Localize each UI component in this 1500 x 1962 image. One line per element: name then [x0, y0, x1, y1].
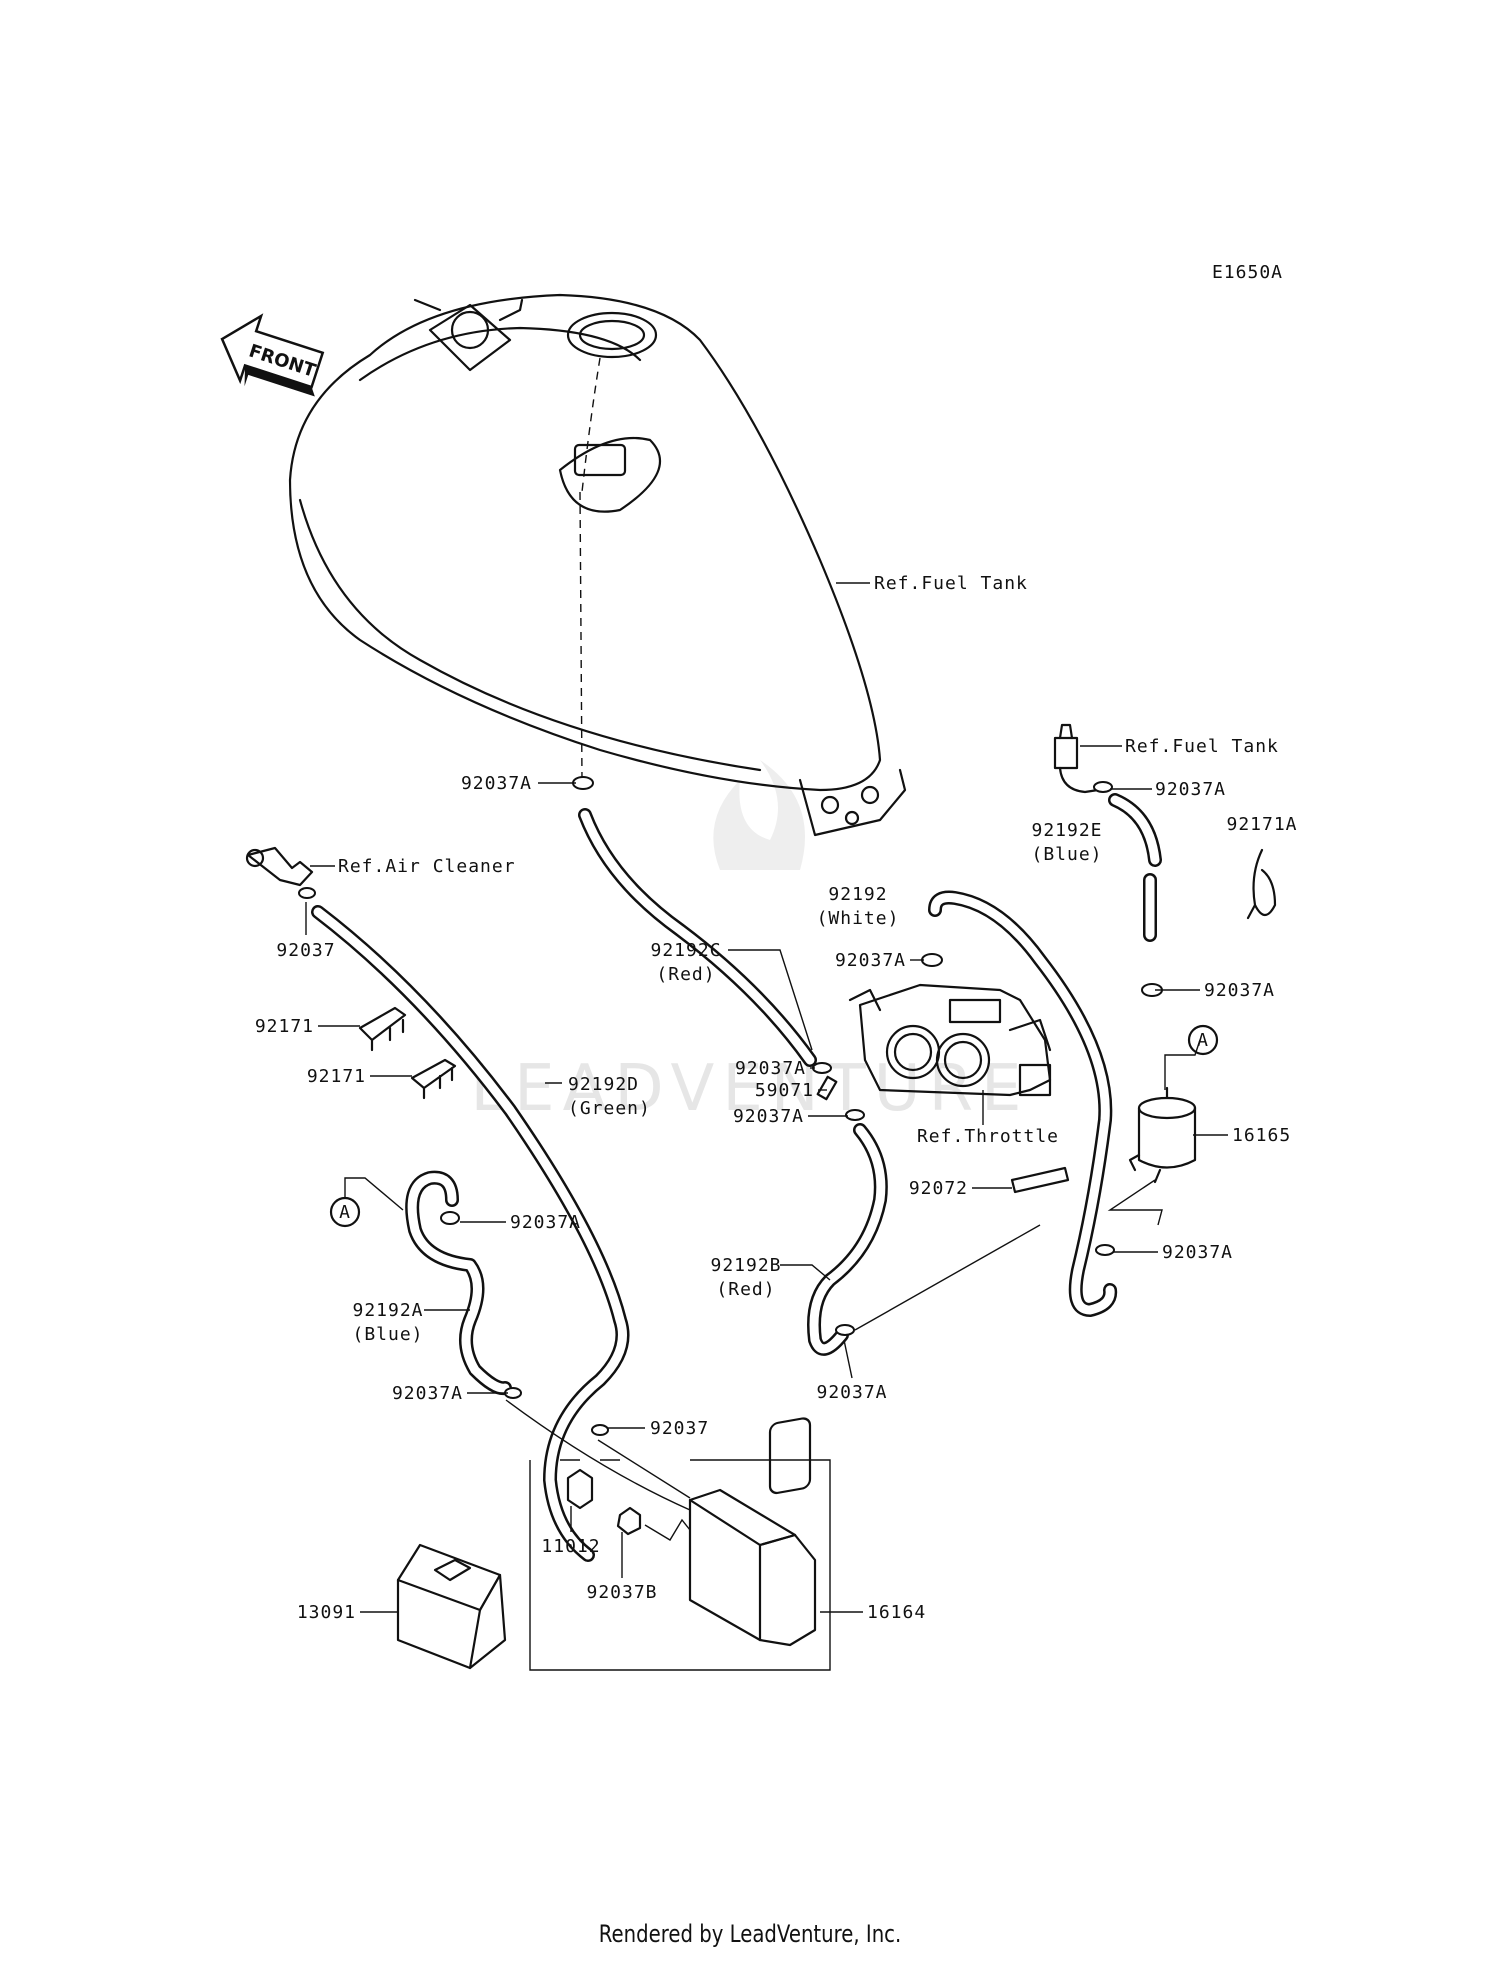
- hose-92192E: [1108, 793, 1162, 942]
- watermark: LEADVENTURE: [471, 760, 1030, 1126]
- air-cleaner-fitting: [245, 846, 314, 887]
- label-92192: 92192: [828, 884, 887, 905]
- label-92037B: 92037B: [586, 1582, 657, 1603]
- label-92037-bottom: 92037: [650, 1418, 709, 1439]
- leader-lines: [305, 582, 1228, 1613]
- clip-92171A: [1246, 848, 1277, 920]
- label-92037A-left: 92037A: [510, 1212, 581, 1233]
- fuel-tank-fitting-right: [1053, 723, 1100, 794]
- fuel-tank: [288, 293, 907, 837]
- canister-hose-b: [597, 1439, 691, 1499]
- clamp-throttle: [921, 953, 943, 967]
- filter-connect-line: [854, 1224, 1041, 1331]
- label-92037A-bottom-mid: 92037A: [816, 1382, 887, 1403]
- tank-vent-dashline: [581, 357, 601, 493]
- band-92072: [1010, 1166, 1070, 1194]
- fuel-filter-16165: [1128, 1086, 1197, 1184]
- clamp-bottom: [591, 1424, 609, 1436]
- label-13091: 13091: [297, 1602, 356, 1623]
- hose-92192C: [578, 808, 817, 1067]
- canister-group-box: [529, 1459, 831, 1671]
- label-11012: 11012: [541, 1536, 600, 1557]
- label-92037A-top-right: 92037A: [1155, 779, 1226, 800]
- label-92171-b: 92171: [307, 1066, 366, 1087]
- diagram-code: E1650A: [1212, 262, 1283, 283]
- label-92192E: 92192E: [1031, 820, 1102, 841]
- label-92192B: 92192B: [710, 1255, 781, 1276]
- label-92192B-color: (Red): [716, 1279, 775, 1300]
- marker-a-right: A: [1187, 1024, 1219, 1056]
- marker-a-left-label: A: [339, 1202, 351, 1223]
- footer-credit: Rendered by LeadVenture, Inc.: [598, 1920, 902, 1948]
- clamp-59071-bottom: [845, 1109, 865, 1121]
- label-16164: 16164: [867, 1602, 926, 1623]
- tank-drain-dashline: [579, 491, 583, 781]
- label-92192-color: (White): [817, 908, 900, 929]
- clamp-59071-top: [812, 1062, 832, 1074]
- clip-92171-a: [358, 1006, 407, 1052]
- clip-92171-b: [410, 1058, 457, 1100]
- label-92037A-throttle: 92037A: [835, 950, 906, 971]
- hose-92192A: [405, 1170, 512, 1396]
- marker-a-left: A: [329, 1177, 404, 1228]
- label-92072: 92072: [909, 1178, 968, 1199]
- clamp-92037B: [616, 1506, 642, 1536]
- canister-16164: [688, 1417, 817, 1647]
- label-92037-top-left: 92037: [276, 940, 335, 961]
- clamp-aircleaner: [298, 887, 316, 899]
- label-92171-a: 92171: [255, 1016, 314, 1037]
- marker-a-right-label: A: [1197, 1030, 1209, 1051]
- label-16165: 16165: [1232, 1125, 1291, 1146]
- clamp-right-low: [1095, 1244, 1115, 1256]
- label-92037A-bottom-left: 92037A: [392, 1383, 463, 1404]
- cap-connect-line: [644, 1518, 691, 1541]
- clamp-top-right: [1093, 781, 1113, 793]
- marker-a-right-lead: [1164, 1039, 1201, 1090]
- label-92171A: 92171A: [1226, 814, 1297, 835]
- cover-13091: [396, 1543, 507, 1670]
- hose-92192: [928, 890, 1118, 1317]
- label-92037A-right-low: 92037A: [1162, 1242, 1233, 1263]
- filter-outlet-line: [1107, 1179, 1163, 1226]
- label-92192A: 92192A: [352, 1300, 423, 1321]
- watermark-text: LEADVENTURE: [471, 1052, 1030, 1126]
- label-ref-air-cleaner: Ref.Air Cleaner: [338, 856, 516, 877]
- label-92192C-color: (Red): [656, 964, 715, 985]
- label-92037A-right-mid: 92037A: [1204, 980, 1275, 1001]
- label-59071: 59071: [755, 1080, 814, 1101]
- front-arrow-icon: FRONT: [220, 313, 325, 397]
- throttle-body: [848, 983, 1052, 1097]
- label-ref-throttle: Ref.Throttle: [917, 1126, 1059, 1147]
- joint-59071: [816, 1075, 838, 1101]
- label-92037A-d: 92037A: [733, 1106, 804, 1127]
- label-92037A-c: 92037A: [735, 1058, 806, 1079]
- label-ref-fuel-tank-main: Ref.Fuel Tank: [874, 573, 1028, 594]
- label-92037A-tank: 92037A: [461, 773, 532, 794]
- canister-hose-a: [505, 1399, 691, 1511]
- label-92192E-color: (Blue): [1031, 844, 1102, 865]
- clamp-92192A-top: [440, 1211, 460, 1225]
- clamp-92192B: [835, 1324, 855, 1336]
- label-92192A-color: (Blue): [352, 1324, 423, 1345]
- label-92192C: 92192C: [650, 940, 721, 961]
- hose-92192B: [807, 1123, 888, 1356]
- label-ref-fuel-tank-small: Ref.Fuel Tank: [1125, 736, 1279, 757]
- hose-92192D: [311, 905, 630, 1562]
- label-92192D: 92192D: [568, 1074, 639, 1095]
- label-92192D-color: (Green): [568, 1098, 651, 1119]
- cap-11012: [566, 1468, 594, 1510]
